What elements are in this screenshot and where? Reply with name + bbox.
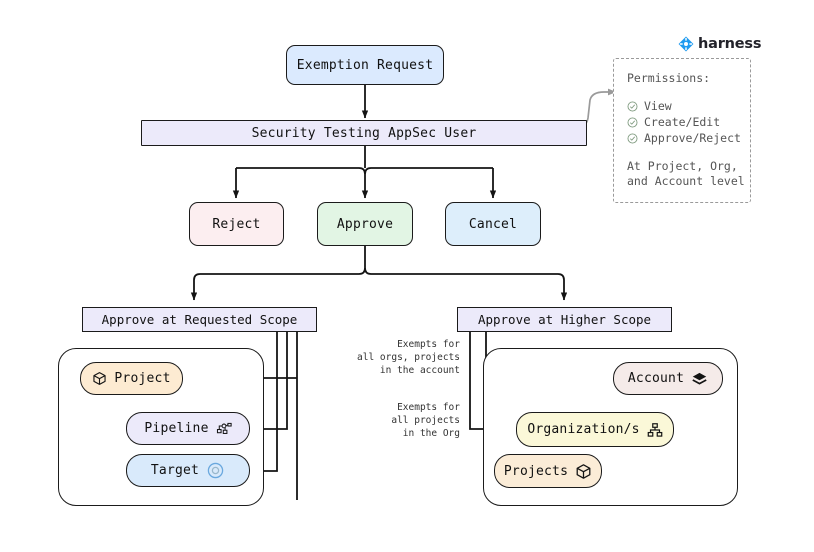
approve-label: Approve: [336, 216, 394, 232]
higher-scope-header[interactable]: Approve at Higher Scope: [457, 307, 672, 332]
harness-brand: harness: [678, 36, 761, 52]
target-label: Target: [150, 463, 200, 478]
target-node[interactable]: Target: [126, 454, 250, 487]
reject-node[interactable]: Reject: [189, 202, 284, 246]
pipeline-label: Pipeline: [144, 421, 209, 436]
account-node[interactable]: Account: [613, 362, 723, 395]
role-bar-node[interactable]: Security Testing AppSec User: [141, 120, 587, 146]
projects-label: Projects: [503, 463, 569, 479]
permission-item-view: View: [627, 98, 737, 114]
exemption-request-label: Exemption Request: [296, 57, 434, 73]
permission-label: Approve/Reject: [644, 131, 741, 145]
check-circle-icon: [627, 117, 638, 128]
org-chart-icon: [647, 422, 663, 438]
account-label: Account: [627, 371, 685, 386]
layers-icon: [691, 371, 708, 387]
permission-label: Create/Edit: [644, 115, 721, 129]
check-circle-icon: [627, 101, 638, 112]
project-node[interactable]: Project: [80, 362, 183, 395]
cube-icon: [92, 371, 107, 386]
permission-item-create-edit: Create/Edit: [627, 114, 737, 130]
cancel-node[interactable]: Cancel: [445, 202, 541, 246]
requested-scope-header[interactable]: Approve at Requested Scope: [82, 307, 317, 332]
reject-label: Reject: [212, 216, 261, 232]
pipeline-icon: [216, 421, 232, 436]
projects-node[interactable]: Projects: [494, 454, 602, 488]
project-label: Project: [114, 371, 171, 386]
higher-scope-header-label: Approve at Higher Scope: [477, 312, 652, 327]
target-icon: [206, 461, 225, 480]
exemption-request-node[interactable]: Exemption Request: [286, 45, 444, 85]
approve-node[interactable]: Approve: [317, 202, 413, 246]
organizations-label: Organization/s: [527, 422, 640, 437]
harness-diamond-logo-icon: [678, 36, 694, 52]
permissions-title: Permissions:: [627, 71, 711, 85]
harness-wordmark: harness: [698, 36, 762, 52]
pipeline-node[interactable]: Pipeline: [126, 412, 250, 445]
requested-scope-header-label: Approve at Requested Scope: [101, 312, 298, 327]
annotation-org-exempts: Exempts for all projects in the Org: [391, 402, 460, 439]
permissions-footnote: At Project, Org, and Account level: [627, 159, 745, 188]
cube-icon: [575, 463, 592, 480]
cancel-label: Cancel: [468, 216, 518, 232]
check-circle-icon: [627, 133, 638, 144]
permission-item-approve-reject: Approve/Reject: [627, 130, 741, 146]
permission-label: View: [644, 99, 672, 113]
role-bar-label: Security Testing AppSec User: [251, 125, 477, 141]
annotation-account-exempts: Exempts for all orgs, projects in the ac…: [357, 339, 460, 376]
permissions-callout: Permissions: View Create/Edit Approve/Re…: [613, 58, 751, 203]
organizations-node[interactable]: Organization/s: [516, 412, 674, 447]
